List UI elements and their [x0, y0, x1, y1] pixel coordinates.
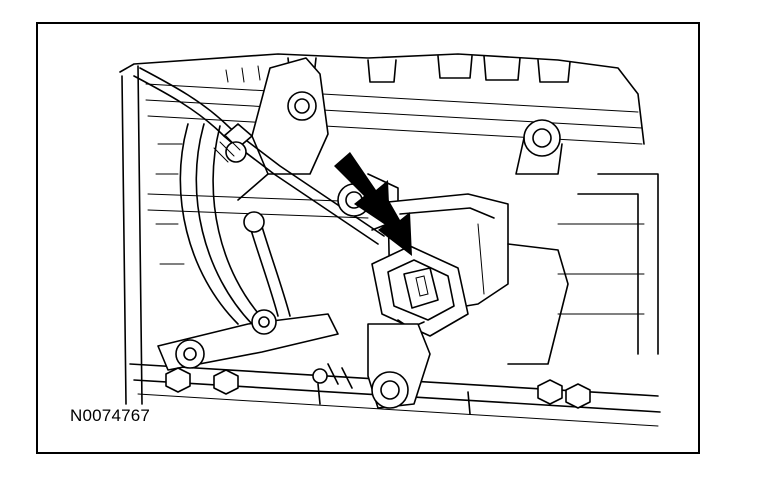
selector-arm	[312, 323, 431, 409]
transmission-case	[119, 53, 661, 427]
figure-id-label: N0074767	[70, 406, 151, 425]
bell-housing	[155, 123, 265, 325]
lower-linkage	[157, 211, 339, 371]
figure-frame: N0074767	[36, 22, 700, 454]
upper-bracket	[237, 57, 329, 201]
shift-cable	[133, 67, 385, 245]
transmission-illustration	[119, 53, 661, 427]
arrow-icon	[334, 152, 412, 256]
bottom-bolts	[165, 367, 591, 415]
